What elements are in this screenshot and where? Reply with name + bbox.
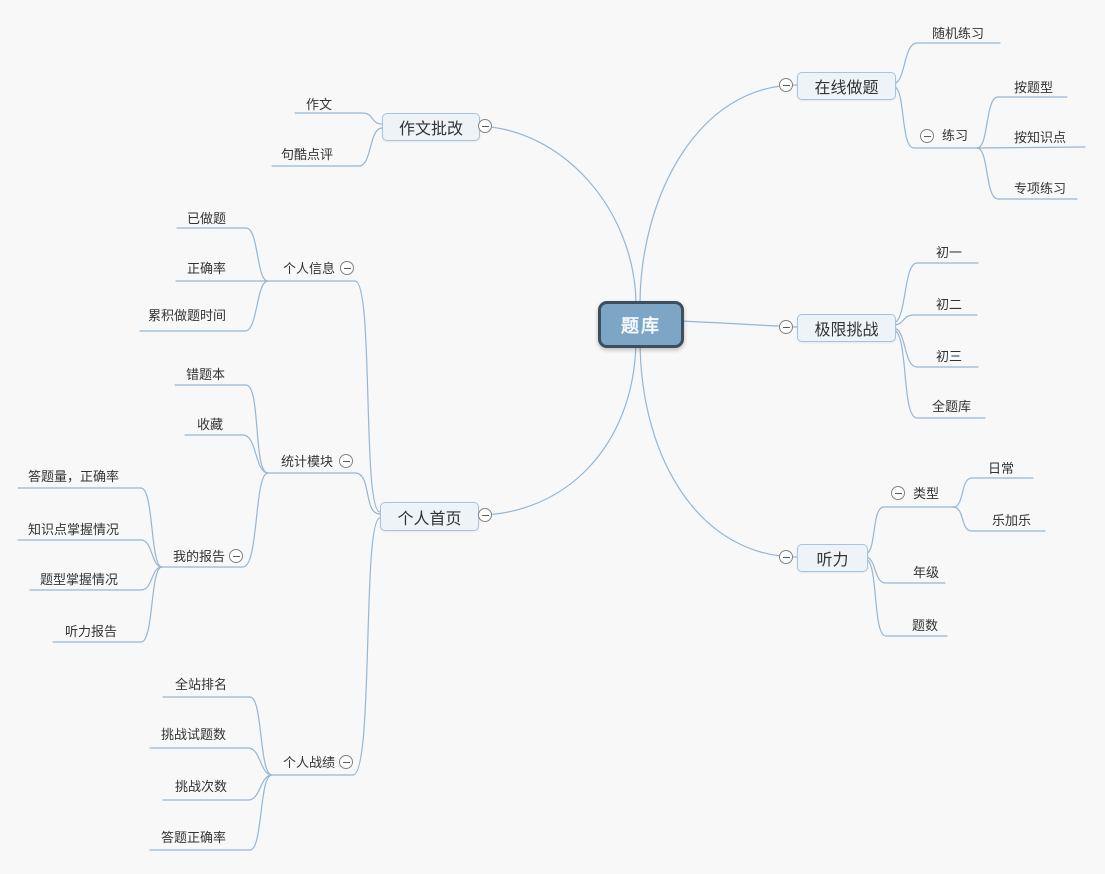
leaf-answers-and-accuracy[interactable]: 答题量，正确率 [28,469,120,484]
leaf-question-count[interactable]: 题数 [912,618,939,633]
edge-listening-grade [864,556,946,584]
leaf-question-type-mastery[interactable]: 题型掌握情况 [40,572,119,587]
topic-personal-homepage[interactable]: 个人首页 [380,502,479,531]
subtopic-type[interactable]: 类型 [913,486,940,501]
edge-report-knowledge [17,539,163,568]
leaf-grade-level[interactable]: 年级 [913,565,940,580]
collapse-icon-stats-module[interactable] [339,454,353,468]
collapse-icon-personal-homepage[interactable] [478,508,492,522]
edge-report-listening [52,566,163,643]
subtopic-practice[interactable]: 练习 [942,128,969,143]
edge-home-personal-info [267,280,381,513]
edge-record-challenge-questions [149,747,273,776]
leaf-favorites[interactable]: 收藏 [197,417,224,432]
leaf-answer-accuracy[interactable]: 答题正确率 [161,830,227,845]
edge-essay-juku [271,127,383,167]
edge-essay-zuowen [294,112,383,125]
edge-practice-special [976,147,1078,200]
leaf-accuracy-rate[interactable]: 正确率 [187,261,227,276]
collapse-icon-essay-correction[interactable] [478,119,492,133]
edge-practice-by-type [976,96,1068,149]
edge-extreme-all-bank [892,329,986,419]
edge-root-listening [639,341,798,558]
collapse-icon-personal-record[interactable] [339,755,353,769]
leaf-special-practice[interactable]: 专项练习 [1014,181,1067,196]
collapse-icon-practice[interactable] [920,129,934,143]
collapse-icon-extreme-challenge[interactable] [779,320,793,334]
leaf-daily[interactable]: 日常 [988,461,1015,476]
edge-record-ranking [162,696,273,776]
leaf-done-questions[interactable]: 已做题 [187,211,227,226]
edge-online-practice [892,85,978,149]
edge-type-lejiale [952,506,1046,532]
edge-listening-count [864,558,948,637]
leaf-total-practice-time[interactable]: 累积做题时间 [148,308,227,323]
edge-report-answers [17,487,163,568]
leaf-knowledge-mastery[interactable]: 知识点掌握情况 [28,522,120,537]
leaf-juku-review[interactable]: 句酷点评 [281,147,334,162]
leaf-challenge-times[interactable]: 挑战次数 [175,779,228,794]
topic-listening[interactable]: 听力 [797,544,868,572]
subtopic-personal-info[interactable]: 个人信息 [283,261,336,276]
topic-online-practice[interactable]: 在线做题 [797,72,896,100]
edge-practice-by-knowledge [976,146,1086,149]
edge-stats-favorites [184,434,269,474]
collapse-icon-listening[interactable] [779,550,793,564]
edge-type-daily [952,477,1034,508]
edge-root-online-practice [639,84,798,303]
leaf-essay[interactable]: 作文 [306,97,333,112]
edge-root-personal-homepage [476,341,637,516]
subtopic-personal-record[interactable]: 个人战绩 [283,755,336,770]
edge-report-qtype [29,566,163,591]
collapse-icon-my-report[interactable] [229,549,243,563]
root-topic-question-bank[interactable]: 题库 [598,301,684,348]
collapse-icon-personal-info[interactable] [340,261,354,275]
edge-stats-my-report [161,472,269,568]
subtopic-stats-module[interactable]: 统计模块 [281,454,334,469]
edge-pinfo-done [176,227,269,282]
leaf-lejiale[interactable]: 乐加乐 [992,513,1032,528]
edge-record-challenge-times [162,774,273,801]
edge-record-accuracy [149,774,273,851]
leaf-grade8[interactable]: 初二 [936,297,963,312]
leaf-by-question-type[interactable]: 按题型 [1014,80,1054,95]
collapse-icon-online-practice[interactable] [779,78,793,92]
leaf-random-practice[interactable]: 随机练习 [932,26,985,41]
leaf-by-knowledge-point[interactable]: 按知识点 [1014,130,1067,145]
edge-pinfo-time [139,280,269,332]
edge-extreme-grade8 [892,314,978,326]
leaf-grade7[interactable]: 初一 [936,245,963,260]
leaf-wrong-question-book[interactable]: 错题本 [186,367,226,382]
edge-listening-type [864,506,954,555]
leaf-challenge-question-count[interactable]: 挑战试题数 [161,727,227,742]
topic-extreme-challenge[interactable]: 极限挑战 [797,314,896,342]
leaf-site-ranking[interactable]: 全站排名 [175,677,228,692]
leaf-listening-report[interactable]: 听力报告 [65,624,118,639]
edge-home-stats-module [267,472,381,515]
edge-extreme-grade7 [892,262,979,324]
edge-online-random [892,42,1001,85]
leaf-grade9[interactable]: 初三 [936,349,963,364]
leaf-full-question-bank[interactable]: 全题库 [932,399,972,414]
edge-stats-wrong-book [174,384,269,474]
topic-essay-correction[interactable]: 作文批改 [382,113,480,141]
collapse-icon-type[interactable] [891,486,905,500]
edge-root-essay-correction [476,125,637,303]
edge-home-personal-record [271,517,381,776]
subtopic-my-report[interactable]: 我的报告 [173,549,226,564]
edge-extreme-grade9 [892,327,979,368]
